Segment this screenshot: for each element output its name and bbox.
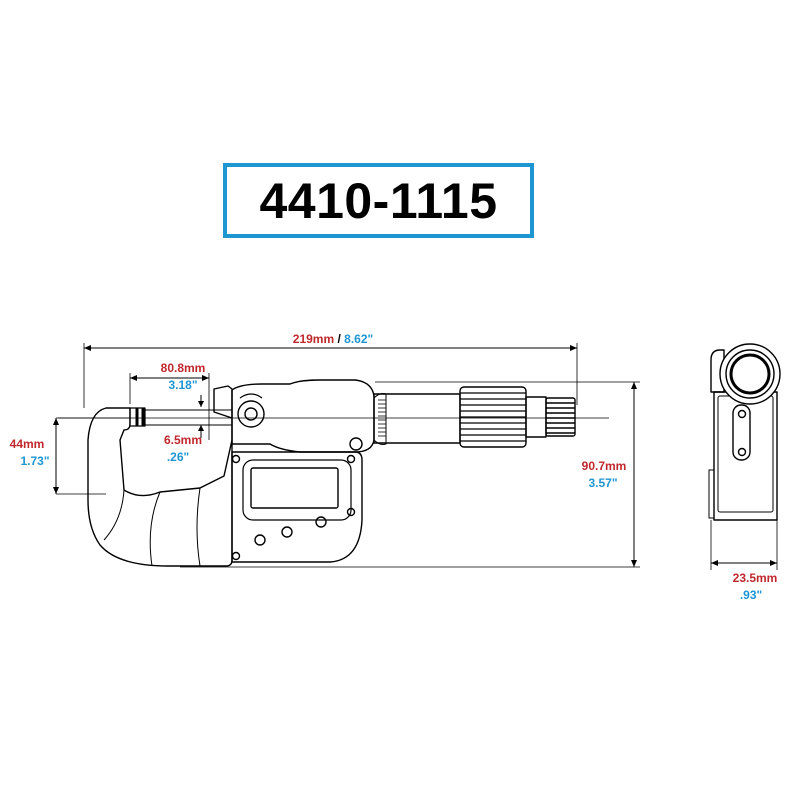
model-number-frame: 4410-1115 (223, 163, 534, 238)
model-number: 4410-1115 (259, 172, 498, 229)
spindle-reach-in: 3.18" (168, 378, 197, 392)
dim-overall-length: 219mm / 8.62" (83, 332, 578, 408)
overall-length-sep: / (334, 332, 344, 346)
micrometer-side-view (708, 343, 781, 521)
dim-side-width: 23.5mm .93" (710, 520, 778, 602)
spindle-diameter-mm: 6.5mm (164, 433, 202, 447)
spindle-diameter-in: .26" (167, 450, 189, 464)
dim-throat-depth: 44mm 1.73" (10, 417, 130, 495)
overall-height-mm: 90.7mm (582, 459, 627, 473)
spindle-reach-mm: 80.8mm (161, 361, 206, 375)
side-width-mm: 23.5mm (733, 571, 778, 585)
dim-spindle-diameter: 6.5mm .26" (164, 395, 204, 464)
side-width-in: .93" (740, 588, 762, 602)
throat-depth-in: 1.73" (20, 454, 49, 468)
dim-spindle-reach: 80.8mm 3.18" (129, 361, 210, 440)
overall-length-in: 8.62" (344, 332, 373, 346)
c-frame (87, 385, 233, 567)
overall-height-in: 3.57" (588, 476, 617, 490)
throat-depth-mm: 44mm (10, 437, 45, 451)
overall-length-mm: 219mm (293, 332, 334, 346)
svg-text:219mm / 8.62": 219mm / 8.62" (293, 332, 373, 346)
micrometer-front-view (58, 379, 609, 567)
dim-overall-height: 90.7mm 3.57" (180, 381, 640, 568)
